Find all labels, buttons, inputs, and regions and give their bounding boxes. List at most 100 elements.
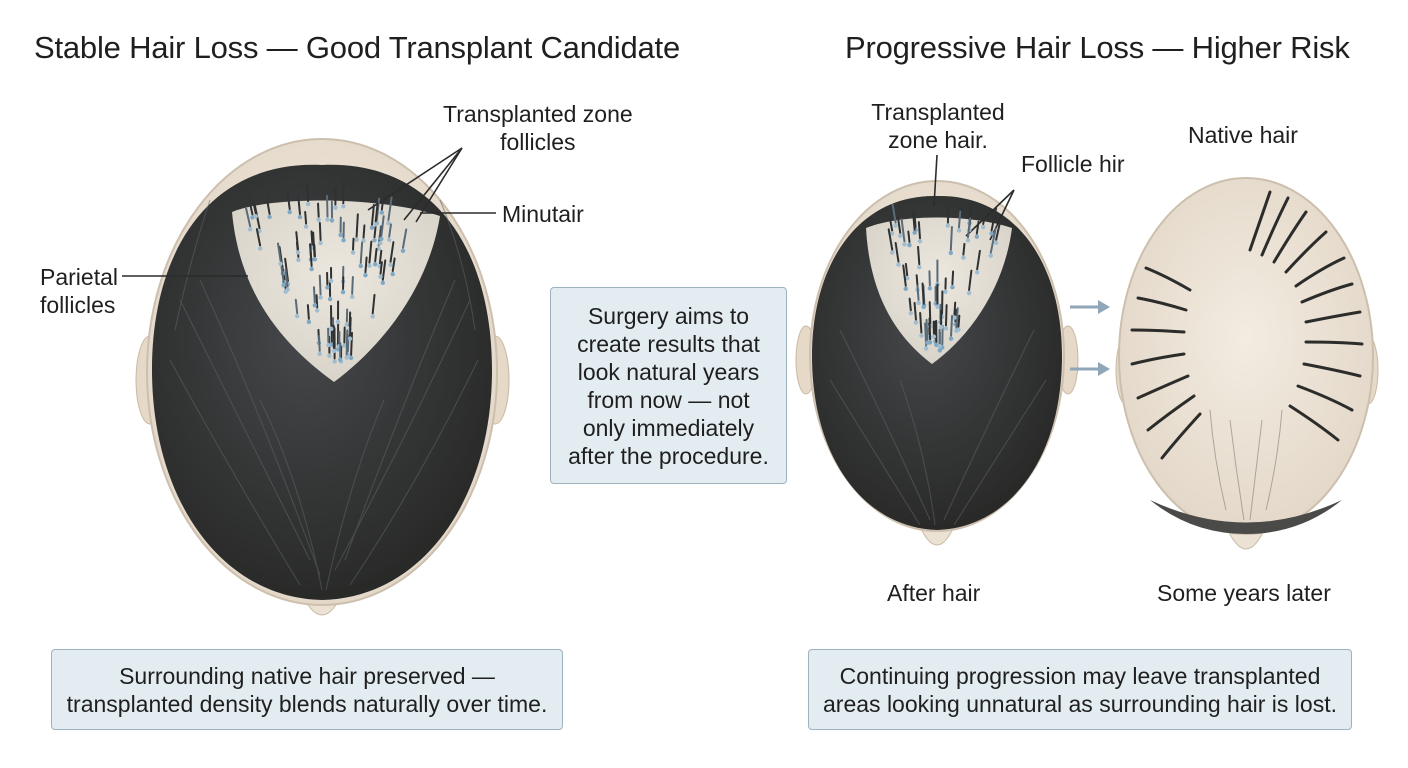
follicle-strand [280,265,285,284]
right-head-later-fine-hair [1209,409,1283,521]
follicle-strand [391,257,396,273]
follicle-strand [370,203,375,226]
leader-lines [122,147,1015,277]
follicle-strand [309,243,313,268]
follicle-bulb [247,227,253,232]
follicle-strand [318,334,321,352]
follicle-bulb [965,238,971,243]
follicle-bulb [348,355,354,361]
follicle-strand [976,249,981,271]
follicle-strand [951,270,955,286]
follicle-bulb [257,246,263,251]
follicle-strand [925,318,929,341]
follicle-strand [911,210,916,231]
follicle-bulb [341,238,346,243]
follicle-bulb [326,342,331,348]
follicle-bulb [937,348,943,353]
left-zone-follicles [244,180,408,364]
right-caption-box: Continuing progression may leave transpl… [808,649,1352,730]
follicle-bulb [312,257,317,262]
follicle-strand [284,268,289,288]
left-caption-line: transplanted density blends naturally ov… [66,690,548,717]
follicle-bulb [340,289,346,295]
follicle-strand [928,317,932,341]
follicle-bulb [318,240,323,246]
right-head-later-scalp [1118,177,1374,535]
follicle-strand [368,240,373,264]
follicle-strand [968,269,973,292]
label-parietal-follicles: Parietal follicles [40,264,118,318]
follicle-strand [949,226,953,251]
follicle-bulb [327,296,333,302]
follicle-strand [957,210,962,229]
center-note-line: look natural years [577,358,760,385]
follicle-bulb [344,355,349,360]
follicle-bulb [294,313,300,319]
follicle-strand [255,228,262,247]
follicle-bulb [903,286,908,292]
follicle-strand [317,202,320,218]
follicle-bulb [341,204,346,209]
follicle-bulb [372,238,377,243]
follicle-bulb [937,344,942,349]
follicle-bulb [400,248,406,254]
follicle-bulb [921,304,926,310]
follicle-strand [902,264,907,287]
follicle-strand [318,221,322,242]
follicle-bulb [376,246,381,251]
follicle-bulb [919,333,924,338]
follicle-bulb [378,274,383,279]
follicle-bulb [948,336,954,341]
follicle-strand [297,197,301,216]
follicle-bulb [318,295,323,300]
follicle-bulb [354,237,359,242]
follicle-strand [887,228,894,251]
follicle-bulb [943,326,949,331]
follicle-strand [306,304,310,320]
follicle-bulb [332,359,337,364]
follicle-strand [345,330,349,356]
follicle-strand [891,203,897,224]
follicle-bulb [333,205,338,210]
follicle-bulb [285,287,290,292]
follicle-strand [917,221,921,240]
follicle-bulb [974,234,980,239]
follicle-bulb [893,223,898,228]
center-note-line: from now — not [587,386,750,413]
follicle-bulb [931,334,937,339]
follicle-bulb [390,271,395,277]
follicle-bulb [335,319,341,325]
follicle-bulb [309,266,314,272]
follicle-strand [975,220,980,235]
follicle-bulb [379,236,384,242]
follicle-bulb [386,220,391,226]
follicle-strand [962,242,966,256]
follicle-strand [304,210,308,225]
right-zone-follicles [887,201,1002,353]
follicle-bulb [325,217,330,222]
center-note-line: after the procedure. [568,442,769,469]
follicle-bulb [980,224,986,230]
follicle-strand [351,275,354,295]
follicle-bulb [379,210,385,215]
follicle-strand [995,219,1002,241]
follicle-bulb [966,290,972,296]
center-note-line: Surgery aims to [587,302,750,329]
follicle-strand [904,262,909,277]
center-note-line: create results that [577,330,760,357]
follicle-bulb [328,278,334,284]
follicle-bulb [305,201,311,207]
follicle-bulb [316,217,321,222]
follicle-strand [380,192,385,211]
follicle-bulb [281,283,286,288]
follicle-bulb [938,325,944,330]
follicle-strand [401,228,408,249]
left-caption-line: Surrounding native hair preserved — [119,662,495,689]
follicle-strand [349,316,352,337]
follicle-bulb [378,241,383,246]
follicle-bulb [337,357,343,362]
follicle-bulb [369,225,375,230]
follicle-bulb [342,343,347,348]
follicle-strand [381,259,387,281]
follicle-bulb [350,250,356,255]
